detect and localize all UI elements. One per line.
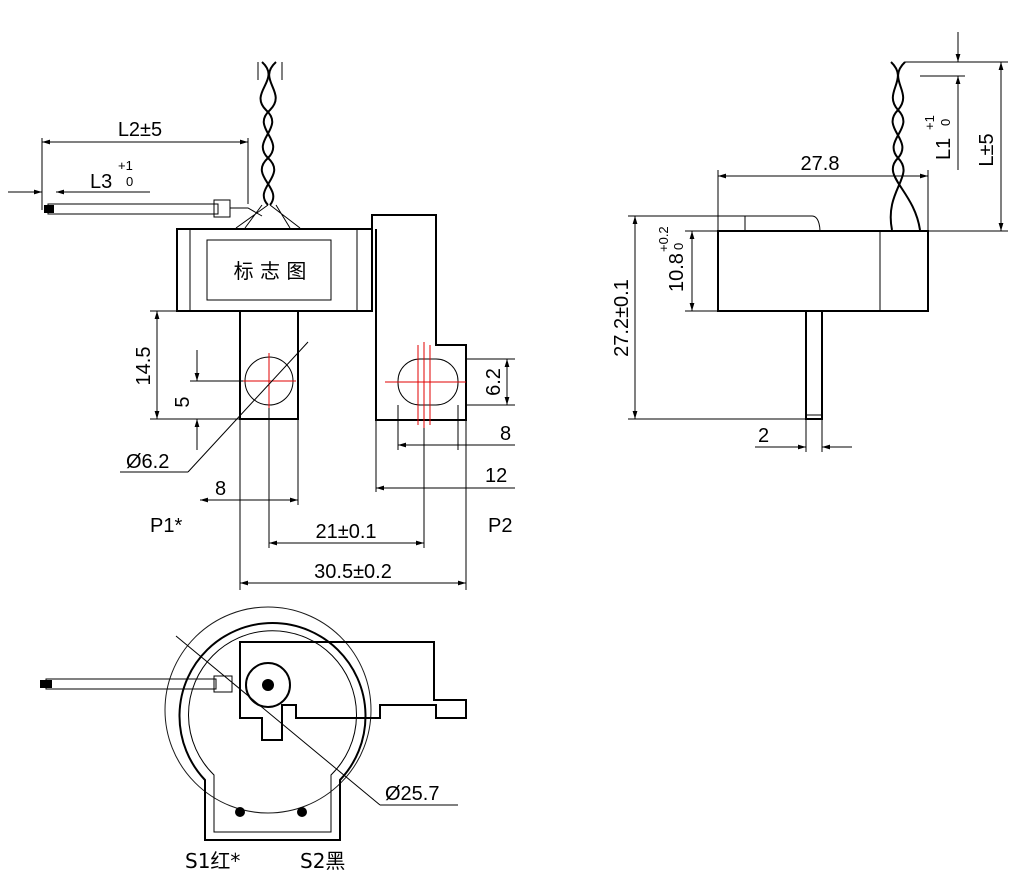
dim-l1-tol-bottom: 0 <box>938 119 953 126</box>
dim-l3-tol-top: +1 <box>118 158 133 173</box>
front-view: 标 志 图 L2±5 L3 +1 0 <box>8 61 515 590</box>
dim-dia-hole: Ø6.2 <box>126 451 169 473</box>
terminal-s2: S2黑 <box>300 849 345 873</box>
dim-l3-tol-bottom: 0 <box>126 174 133 189</box>
dim-30-5: 30.5±0.2 <box>314 561 392 583</box>
p2-bracket <box>371 214 467 421</box>
dim-l: L±5 <box>976 133 998 166</box>
terminal-p2: P2 <box>488 515 512 537</box>
side-twisted-leads <box>889 61 921 231</box>
dim-27-2: 27.2±0.1 <box>611 279 633 357</box>
dim-12: 12 <box>485 465 507 487</box>
dim-l1-tol-top: +1 <box>922 115 937 130</box>
dim-27-8: 27.8 <box>801 153 840 175</box>
bottom-view: Ø25.7 S1红* S2黑 <box>40 606 467 873</box>
bottom-outer-circle <box>164 606 372 814</box>
dim-dia-outer: Ø25.7 <box>385 783 439 805</box>
bottom-bracket <box>239 641 467 741</box>
label-box-text: 标 志 图 <box>234 259 307 283</box>
dim-l1: L1 <box>933 138 955 160</box>
dim-10-8-tol-bottom: 0 <box>671 243 686 250</box>
side-body <box>717 230 929 312</box>
label-box <box>206 239 332 301</box>
side-lead-wire <box>44 199 263 218</box>
dimensions-front: L2±5 L3 +1 0 14.5 5 Ø6.2 8 <box>8 119 515 590</box>
bottom-lead-wire <box>45 678 217 690</box>
terminal-s1: S1红* <box>185 849 240 873</box>
dim-21: 21±0.1 <box>315 521 376 543</box>
s2-pin <box>297 807 307 817</box>
bottom-terminal-ring <box>245 662 291 708</box>
dim-5: 5 <box>172 396 194 407</box>
side-terminal <box>805 310 823 420</box>
dimensions-side: 27.8 10.8 +0.2 0 27.2±0.1 2 L1 + <box>611 32 1008 452</box>
twisted-leads <box>235 61 301 229</box>
dim-2: 2 <box>758 425 769 447</box>
dim-14-5: 14.5 <box>133 347 155 386</box>
dim-l2: L2±5 <box>118 119 162 141</box>
dim-10-8-tol-top: +0.2 <box>656 226 671 252</box>
dim-6-2: 6.2 <box>483 368 505 396</box>
dim-8-left: 8 <box>215 478 226 500</box>
side-view: 27.8 10.8 +0.2 0 27.2±0.1 2 L1 + <box>611 32 1008 452</box>
bottom-outer-housing <box>178 622 367 841</box>
dim-l3: L3 <box>90 171 112 193</box>
dim-10-8: 10.8 <box>666 253 688 292</box>
s1-pin <box>235 807 245 817</box>
dim-8-right: 8 <box>500 423 511 445</box>
terminal-p1: P1* <box>150 515 182 537</box>
